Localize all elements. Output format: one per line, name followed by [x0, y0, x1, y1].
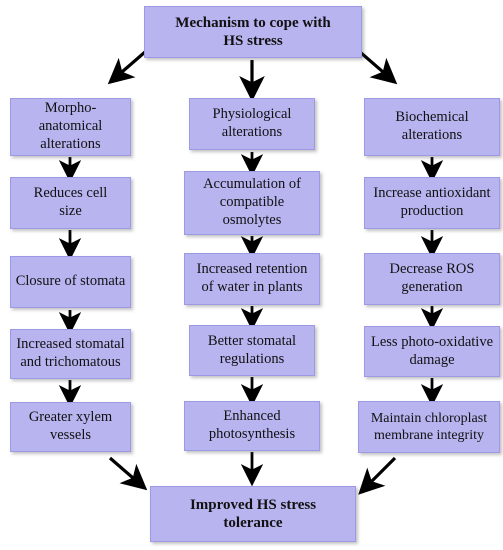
box-greater-xylem-vessels: Greater xylem vessels	[10, 402, 131, 452]
box-line: compatible	[219, 194, 285, 211]
box-line: vessels	[49, 427, 92, 443]
box-increased-stomatal: Increased stomatal and trichomatous	[10, 329, 131, 379]
box-line: production	[400, 203, 464, 219]
box-line: of water in plants	[201, 279, 303, 295]
box-line: damage	[409, 351, 455, 368]
box-increased-retention-of-water: Increased retention of water in plants	[184, 253, 320, 305]
box-reduces-cell-size: Reduces cell size	[10, 177, 131, 229]
box-line: and trichomatous	[20, 354, 121, 370]
arrow-top-to-morpho	[107, 50, 147, 85]
top-box-line1: Mechanism to cope with	[175, 14, 331, 31]
arrow-c3-to-bottom	[358, 456, 397, 495]
box-line: Better stomatal	[207, 332, 297, 349]
box-line: Accumulation of	[203, 176, 301, 193]
bottom-box-line2: tolerance	[223, 515, 283, 531]
box-line: Increase antioxidant	[373, 185, 491, 202]
box-line: Reduces cell	[33, 185, 108, 202]
box-line: alterations	[221, 124, 283, 140]
box-closure-of-stomata: Closure of stomata	[10, 256, 131, 308]
box-line: Decrease ROS	[389, 261, 475, 278]
box-line: membrane integrity	[373, 428, 484, 443]
arrow-top-to-bio	[358, 50, 398, 85]
box-line: alterations	[401, 127, 463, 143]
box-line: Increased stomatal	[16, 336, 125, 353]
box-line: generation	[401, 279, 463, 295]
box-line: osmolytes	[222, 211, 282, 228]
box-line: photosynthesis	[208, 426, 296, 442]
box-decrease-ros-generation: Decrease ROS generation	[364, 253, 500, 305]
box-line: Biochemical	[395, 109, 469, 126]
box-line: Physiological	[212, 106, 292, 123]
box-line: Closure of stomata	[15, 273, 126, 290]
box-morpho-anatomical-alterations: Morpho-anatomical alterations	[10, 98, 131, 156]
box-line: Maintain chloroplast	[370, 410, 488, 426]
box-enhanced-photosynthesis: Enhanced photosynthesis	[184, 401, 320, 451]
box-line: Increased retention	[196, 261, 308, 278]
box-accumulation-of-osmolytes: Accumulation of compatible osmolytes	[184, 171, 320, 235]
box-better-stomatal-regulations: Better stomatal regulations	[189, 325, 315, 376]
box-line: alterations	[40, 135, 101, 152]
box-line: Enhanced	[223, 408, 281, 425]
box-physiological-alterations: Physiological alterations	[189, 98, 315, 150]
box-line: size	[59, 203, 82, 219]
box-line: Greater xylem	[28, 409, 113, 426]
bottom-box-improved-tolerance: Improved HS stress tolerance	[150, 486, 356, 542]
box-maintain-chloroplast-membrane-integrity: Maintain chloroplast membrane integrity	[358, 401, 500, 453]
box-less-photo-oxidative-damage: Less photo-oxidative damage	[364, 326, 500, 377]
bottom-box-line1: Improved HS stress	[189, 496, 317, 513]
arrow-c1-to-bottom	[108, 456, 148, 491]
box-line: Less photo-oxidative	[370, 333, 494, 350]
top-box-line2: HS stress	[223, 33, 283, 49]
box-increase-antioxidant-production: Increase antioxidant production	[364, 177, 500, 229]
box-line: Morpho-anatomical	[38, 100, 103, 135]
top-box-mechanism: Mechanism to cope with HS stress	[144, 6, 362, 58]
box-line: regulations	[219, 350, 285, 367]
box-biochemical-alterations: Biochemical alterations	[364, 98, 500, 156]
